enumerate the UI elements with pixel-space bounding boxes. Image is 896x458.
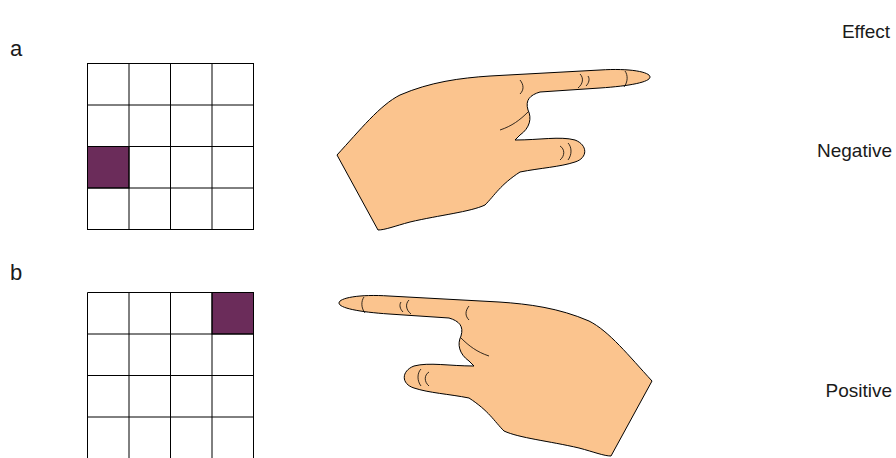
hand-right [337, 69, 650, 230]
effect-value: Positive [825, 381, 892, 400]
effect-value: Negative [817, 141, 892, 160]
panel-letter: a [10, 38, 22, 60]
panel-letter: b [10, 262, 22, 284]
hand-left [339, 295, 652, 456]
grid-a [88, 64, 254, 230]
grid-b [88, 293, 254, 458]
column-heading: Effect [842, 22, 890, 41]
